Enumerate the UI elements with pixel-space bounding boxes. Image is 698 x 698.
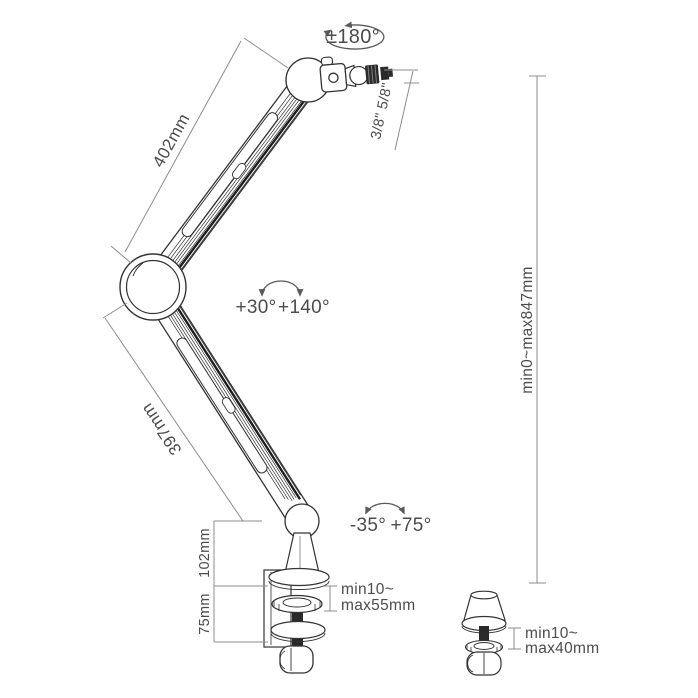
rotation-arrow-elbow xyxy=(258,280,304,297)
label-height-range: min0~max847mm xyxy=(519,266,536,394)
base-riser-cone xyxy=(284,532,320,574)
dim-402-line xyxy=(124,40,242,253)
dim-397-line xyxy=(104,317,244,522)
label-grommet-range-min: min10~ xyxy=(525,625,578,642)
label-lower-arm-length: 397mm xyxy=(137,400,185,459)
mic-mount-head xyxy=(319,56,394,93)
lower-arm-slot xyxy=(176,337,268,474)
upper-arm xyxy=(141,71,319,296)
lower-arm-oval-cutout xyxy=(221,397,236,414)
label-elbow-min-angle: +30° xyxy=(235,297,276,318)
upper-arm-oval-cutout xyxy=(232,162,247,180)
dim-102-75-line xyxy=(213,520,268,643)
rotation-arrow-base xyxy=(365,502,405,515)
label-thread-size: 3/8" 5/8" xyxy=(368,81,396,140)
bracket-screw-hole xyxy=(328,72,339,84)
label-base-max-angle: +75° xyxy=(390,515,431,536)
rotation-arrow-top xyxy=(323,21,385,50)
clamp-bottom-pad xyxy=(270,620,326,640)
clamp-top-flange xyxy=(268,567,330,587)
lower-arm xyxy=(141,279,315,529)
dim-402-extension-top xyxy=(243,37,289,69)
label-clamp-range-min: min10~ xyxy=(341,581,394,598)
thread-3-8 xyxy=(380,66,390,81)
desk-clamp xyxy=(263,567,330,674)
dim-402-extension-bottom xyxy=(110,245,132,264)
label-clamp-body-height: 75mm xyxy=(197,593,213,635)
dim-thread-lines xyxy=(384,69,419,151)
label-base-min-angle: -35° xyxy=(350,515,386,536)
label-rotation-range: ±180° xyxy=(326,26,380,48)
dim-40-bracket xyxy=(508,627,521,650)
dimension-lines xyxy=(102,37,546,650)
dim-847-line xyxy=(529,75,546,584)
label-grommet-range-max: max40mm xyxy=(525,640,599,657)
dim-55-bracket xyxy=(324,585,337,612)
thread-tip xyxy=(388,68,394,77)
grommet-mount xyxy=(461,590,507,676)
elbow-joint xyxy=(119,253,187,321)
label-elbow-max-angle: +140° xyxy=(278,297,330,318)
upper-arm-slot xyxy=(181,112,279,238)
label-clamp-range-max: max55mm xyxy=(341,597,415,614)
dim-397-extension-top xyxy=(102,302,128,319)
label-riser-height: 102mm xyxy=(197,528,213,578)
